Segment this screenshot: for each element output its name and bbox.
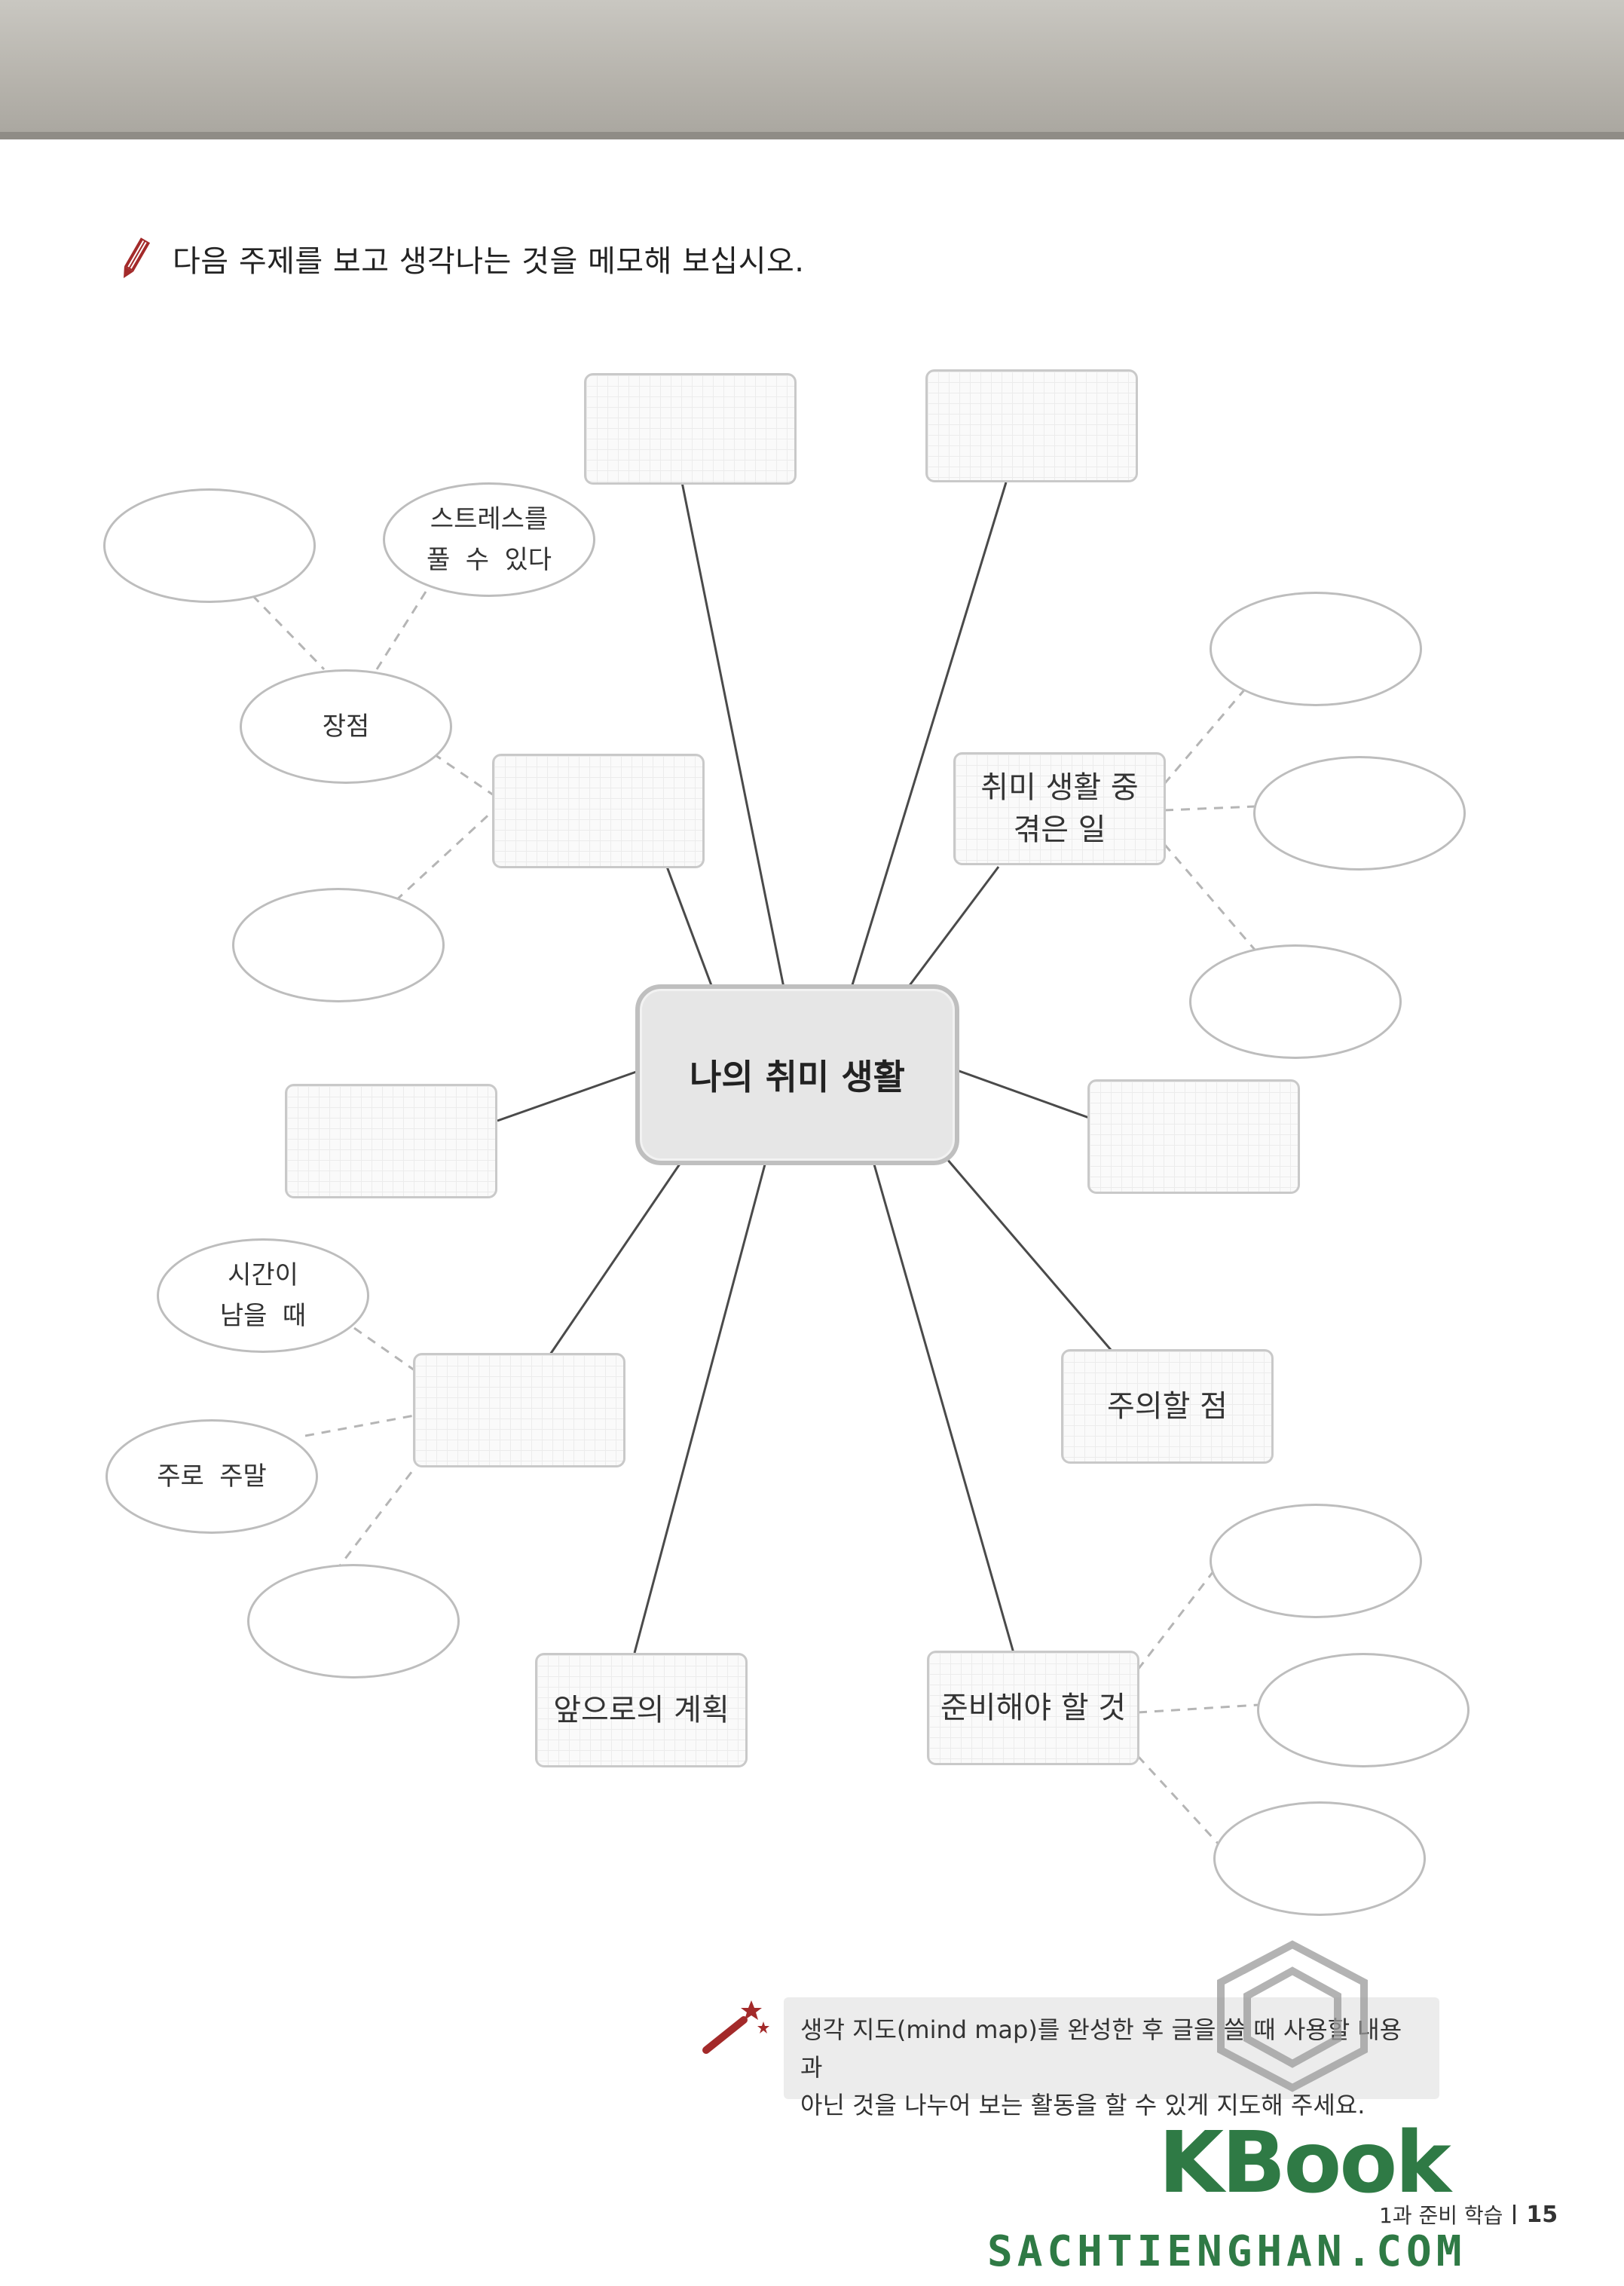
branch-box-bottom-left: 앞으로의 계획 (535, 1653, 748, 1767)
dash-lowerleft-empty (334, 1467, 416, 1572)
ellipse-bottomright-2 (1257, 1653, 1470, 1767)
magic-wand-icon (702, 2000, 769, 2054)
connector-top-right (850, 482, 1008, 988)
connector-upper-right (907, 866, 1000, 988)
instruction-text: 다음 주제를 보고 생각나는 것을 메모해 보십시오. (173, 244, 805, 279)
branch-box-lower-left (413, 1353, 625, 1467)
watermark-site: SACHTIENGHAN.COM (987, 2227, 1466, 2276)
connector-lower-left (549, 1160, 684, 1355)
ellipse-lowerleft-empty (247, 1564, 460, 1679)
footer-lesson: 1과 준비 학습 (1379, 2203, 1503, 2228)
ellipse-advantage-stress: 스트레스를 풀 수 있다 (383, 482, 595, 597)
connector-bottom-right (873, 1164, 1015, 1654)
teacher-tip: 생각 지도(mind map)를 완성한 후 글을 쓸 때 사용할 내용과 아닌… (784, 1997, 1439, 2119)
ellipse-upperright-3 (1189, 944, 1402, 1059)
dash-lowerleft-weekend (304, 1414, 415, 1437)
tip-line-1: 생각 지도(mind map)를 완성한 후 글을 쓸 때 사용할 내용과 (800, 2015, 1402, 2082)
center-topic: 나의 취미 생활 (635, 984, 959, 1165)
header-band (0, 0, 1624, 139)
ellipse-lowerleft-weekend: 주로 주말 (106, 1419, 318, 1534)
dash-lowerleft-time (353, 1327, 415, 1372)
ellipse-advantage-empty (103, 488, 316, 603)
ellipse-upperright-1 (1210, 592, 1422, 706)
pencil-icon (124, 237, 151, 278)
dash-upperright-3 (1163, 843, 1256, 950)
dash-bottomright-2 (1137, 1703, 1259, 1714)
connector-middle-left (497, 1069, 641, 1122)
dash-bottomright-3 (1136, 1755, 1222, 1848)
dash-upperleft-advantage (433, 752, 494, 797)
tip-line-2: 아닌 것을 나누어 보는 활동을 할 수 있게 지도해 주세요. (800, 2091, 1366, 2119)
connector-top-left (680, 482, 785, 988)
dash-advantage-stress (375, 591, 427, 670)
ellipse-upperright-2 (1253, 756, 1466, 871)
ellipse-bottomright-1 (1210, 1504, 1422, 1618)
branch-box-bottom-right: 준비해야 할 것 (927, 1651, 1139, 1765)
ellipse-lowerleft-time: 시간이 남을 때 (157, 1238, 369, 1353)
footer-separator (1513, 2205, 1516, 2224)
connector-lower-right (940, 1152, 1113, 1351)
dash-upperright-1 (1163, 681, 1252, 785)
instruction: 다음 주제를 보고 생각나는 것을 메모해 보십시오. (117, 232, 805, 285)
dash-upperleft-empty (394, 809, 495, 902)
ellipse-upperleft-empty (232, 888, 445, 1002)
branch-box-middle-left (285, 1084, 497, 1198)
branch-box-top-left (584, 373, 797, 485)
branch-box-lower-right: 주의할 점 (1061, 1349, 1274, 1464)
watermark-brand: KBook (1158, 2114, 1451, 2212)
connector-middle-right (956, 1069, 1090, 1119)
kbook-logo-icon (1217, 1940, 1368, 2092)
dash-bottomright-1 (1136, 1571, 1215, 1670)
connector-upper-left (665, 866, 714, 988)
connector-bottom-left (633, 1164, 766, 1654)
branch-box-middle-right (1087, 1079, 1300, 1194)
ellipse-bottomright-3 (1213, 1801, 1426, 1916)
branch-box-upper-right: 취미 생활 중 겪은 일 (953, 752, 1166, 865)
branch-box-top-right (925, 369, 1138, 482)
page-footer: 1과 준비 학습 15 (1379, 2199, 1558, 2229)
branch-box-upper-left (492, 754, 705, 868)
page-number: 15 (1526, 2201, 1558, 2228)
ellipse-advantage: 장점 (240, 669, 452, 784)
dash-upperright-2 (1164, 805, 1255, 812)
dash-advantage-empty (251, 594, 326, 671)
